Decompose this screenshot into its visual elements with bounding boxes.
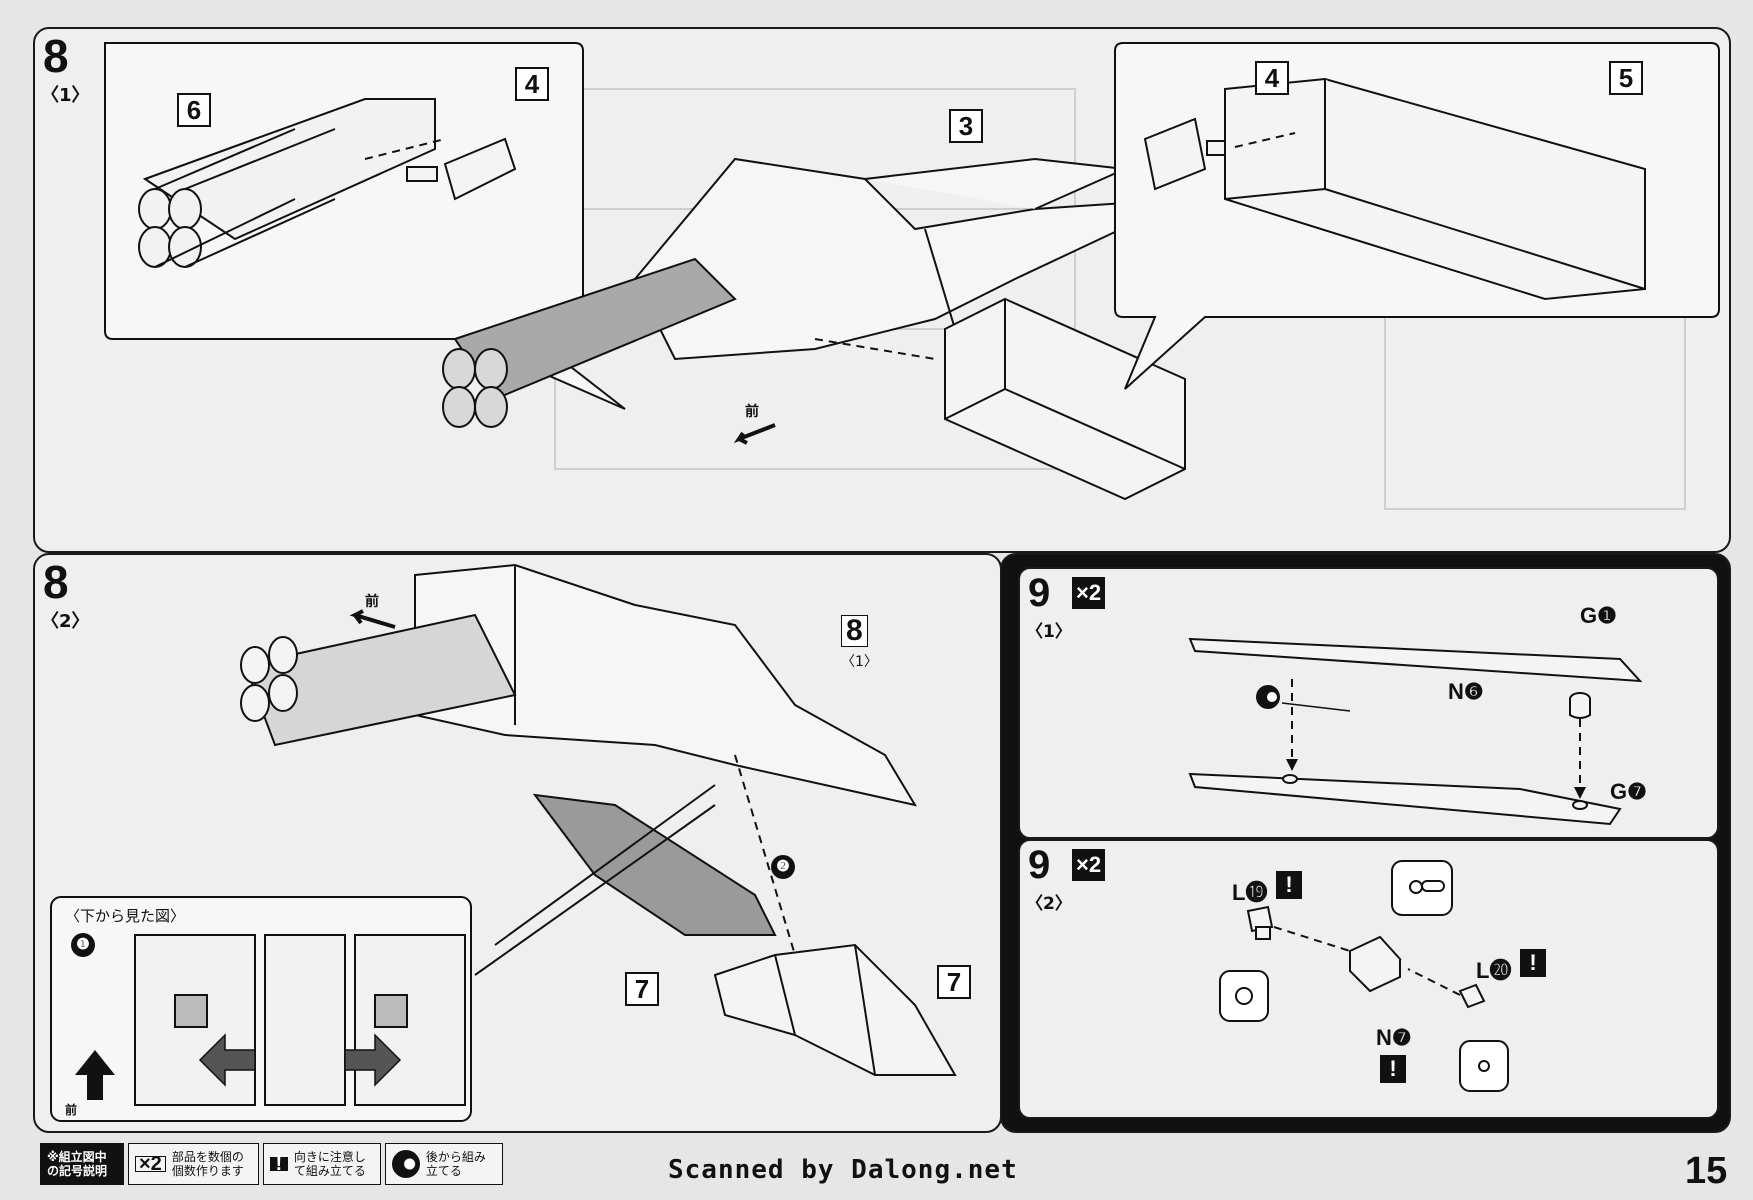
step-number: 9: [1028, 843, 1051, 887]
detail-bubble-l20: [1459, 1040, 1509, 1092]
part-label-g1: G❶: [1580, 603, 1617, 628]
part-7-wing-installed: [532, 793, 777, 936]
detail-bubble-l19: [1219, 970, 1269, 1022]
legend-item-warning: ! 向きに注意して組み立てる: [262, 1143, 381, 1185]
direction-arrow-right-icon: [344, 1033, 402, 1087]
inset-front-label: 前: [65, 1103, 78, 1117]
step-9-panel: 9 ×2 〈1〉 G❶ N❻ G❼: [1000, 553, 1731, 1133]
warning-icon-n7: !: [1380, 1055, 1406, 1083]
legend-text: 後から組み立てる: [425, 1150, 486, 1178]
part-label-n6: N❻: [1448, 679, 1484, 704]
part-5-block-main: [944, 297, 1186, 501]
part-label-g7: G❼: [1610, 779, 1647, 804]
step-8-1-drawing: [104, 42, 1720, 510]
underside-view-drawing: [134, 934, 466, 1106]
underside-view-title: 〈下から見た図〉: [65, 907, 186, 925]
step-8-1-panel: 8 〈1〉 6 4 3 4 5 前: [33, 27, 1731, 553]
lower-fin-part: [1188, 772, 1622, 826]
assemble-later-icon: [391, 1150, 420, 1178]
step-8-2-panel: 8 〈2〉 前 8 〈1〉 7 7 ❷ 〈下から見た図〉 ❶ 前: [33, 553, 1002, 1133]
part-4-connector-left: [406, 137, 517, 201]
symbol-legend: ※組立図中の記号説明 ×2 部品を数個の個数作ります ! 向きに注意して組み立て…: [40, 1143, 503, 1185]
part-label-n7: N❼: [1376, 1025, 1412, 1050]
step-number: 8: [43, 30, 69, 82]
warning-icon-l20: !: [1520, 949, 1546, 977]
direction-arrow-left-icon: [198, 1033, 256, 1087]
inset-callout-left: [104, 42, 626, 410]
front-up-arrow-icon: [75, 1050, 115, 1100]
legend-item-multiplier: ×2 部品を数個の個数作ります: [128, 1143, 259, 1185]
step-9-2-drawing: [1219, 860, 1509, 1092]
upper-fin-part: [1188, 637, 1643, 683]
callout-part-6: 6: [177, 93, 211, 127]
callout-part-4-right: 4: [1255, 61, 1289, 95]
step-9-1-panel: 9 ×2 〈1〉 G❶ N❻ G❼: [1018, 567, 1719, 839]
legend-text: 向きに注意して組み立てる: [293, 1150, 366, 1178]
front-label: 前: [745, 404, 759, 420]
front-arrow-icon: [733, 423, 776, 445]
part-4-connector-right: [1143, 117, 1234, 191]
callout-part-3: 3: [949, 109, 983, 143]
warning-icon-l19: !: [1276, 871, 1302, 899]
step-9-2-panel: 9 ×2 〈2〉 L⓳ ! L⓴ ! N❼ !: [1018, 839, 1719, 1119]
multiplier-badge: ×2: [1072, 577, 1106, 609]
part-5-block-inset: [1224, 77, 1646, 301]
scan-credit: Scanned by Dalong.net: [668, 1155, 1018, 1185]
detail-bubble-n7: [1391, 860, 1453, 916]
part-l19: [1246, 905, 1274, 940]
callout-part-4: 4: [515, 67, 549, 101]
step-8-2-drawing: [50, 563, 957, 1122]
step-sub-number: 〈2〉: [1026, 894, 1072, 914]
ref-step-number: 8: [841, 615, 868, 647]
step-sub-number: 〈2〉: [41, 611, 90, 632]
part-label-l19: L⓳: [1232, 880, 1268, 905]
legend-text: 部品を数個の個数作ります: [171, 1150, 244, 1178]
step-sub-number: 〈1〉: [1026, 622, 1072, 642]
legend-title-text: ※組立図中の記号説明: [47, 1150, 108, 1178]
callout-part-7-right: 7: [937, 965, 971, 999]
step-order-1: ❶: [71, 933, 95, 957]
main-cannon-assembly: [442, 257, 737, 428]
side-cannon-assembly: [240, 613, 517, 747]
ref-step-sub: 〈1〉: [841, 654, 878, 670]
step-sub-number: 〈1〉: [41, 85, 90, 106]
legend-title: ※組立図中の記号説明: [40, 1143, 124, 1185]
part-n7: [1348, 935, 1402, 993]
step-number: 8: [43, 556, 69, 608]
part-6-cannon: [138, 98, 436, 268]
page-number: 15: [1685, 1150, 1728, 1192]
callout-part-7-left: 7: [625, 972, 659, 1006]
part-label-l20: L⓴: [1476, 958, 1512, 983]
warning-icon: !: [269, 1154, 288, 1174]
part-7-wing-separate: [713, 943, 957, 1076]
step-9-1-drawing: [1188, 637, 1643, 826]
part-n6-peg: [1569, 692, 1591, 719]
legend-item-assemble-later: 後から組み立てる: [384, 1143, 503, 1185]
multiplier-icon: ×2: [135, 1154, 166, 1174]
front-arrow-icon: [349, 609, 396, 629]
part-l20: [1458, 983, 1486, 1009]
step-number: 9: [1028, 571, 1051, 615]
step-order-2: ❷: [771, 855, 795, 879]
front-label: 前: [365, 594, 379, 610]
multiplier-badge: ×2: [1072, 849, 1106, 881]
callout-part-5: 5: [1609, 61, 1643, 95]
